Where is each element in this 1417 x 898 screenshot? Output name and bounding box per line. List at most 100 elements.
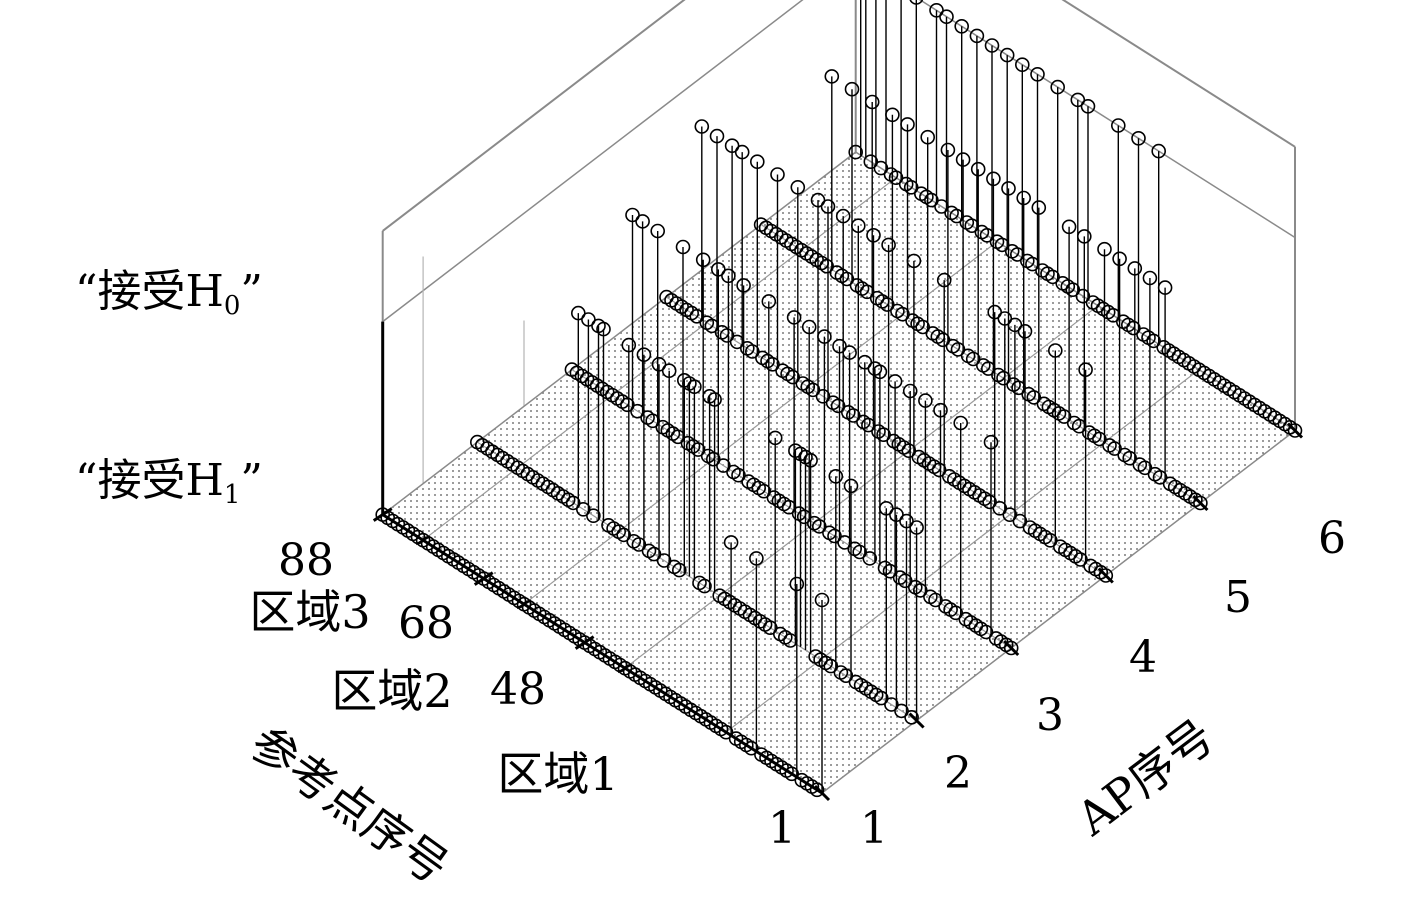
stem-marker xyxy=(1097,241,1112,257)
stem-marker xyxy=(885,107,900,123)
y-axis-line xyxy=(381,513,823,795)
wall-gridline xyxy=(382,0,804,323)
stem-marker xyxy=(671,562,687,578)
stem-marker xyxy=(902,383,918,399)
stem-marker xyxy=(881,237,896,253)
x-tick-mark xyxy=(813,784,831,802)
stem-marker xyxy=(1030,67,1045,82)
stem-marker xyxy=(887,374,903,389)
stem-marker xyxy=(1016,190,1032,206)
z-tick-suffix: ” xyxy=(240,455,263,506)
stem-marker xyxy=(586,508,601,524)
y-tick-mark xyxy=(415,535,431,546)
stem-marker xyxy=(1065,282,1081,298)
stem-marker xyxy=(761,294,777,309)
stem-marker xyxy=(1131,131,1146,146)
x-tick-mark xyxy=(1097,567,1114,584)
stem-marker xyxy=(1003,640,1019,656)
data-marks xyxy=(375,0,1303,798)
stem-marker xyxy=(864,94,880,110)
stem-marker xyxy=(1075,288,1091,304)
stem-marker xyxy=(888,170,904,185)
x-tick-mark xyxy=(908,712,925,729)
stem-marker xyxy=(986,171,1001,187)
stem-marker xyxy=(906,253,922,269)
stem-marker xyxy=(687,379,702,395)
region-label: 区域1 xyxy=(497,747,618,801)
stem-marker xyxy=(801,319,817,335)
stem-marker xyxy=(1107,441,1122,456)
stem-marker xyxy=(1061,219,1077,235)
floor-gridline xyxy=(476,441,917,722)
stem-marker xyxy=(1031,200,1047,215)
stem-marker xyxy=(784,766,800,782)
stem-marker xyxy=(970,161,986,177)
stem-marker xyxy=(844,81,860,97)
stem-marker xyxy=(824,69,840,84)
y-tick-mark xyxy=(372,507,393,522)
stem-marker xyxy=(863,154,879,169)
stem-marker xyxy=(838,668,854,684)
stem-marker xyxy=(940,142,956,158)
z-tick-subscript: 0 xyxy=(224,291,241,321)
stem-marker xyxy=(931,462,947,478)
stem-marker xyxy=(1050,79,1065,95)
stem-marker xyxy=(928,592,943,608)
stem-marker xyxy=(695,252,711,268)
y-tick-label: 1 xyxy=(768,803,796,854)
stem-marker xyxy=(1126,320,1141,336)
stem-marker xyxy=(939,9,954,25)
stem-marker xyxy=(719,328,735,343)
stem-marker xyxy=(835,208,851,224)
stem-marker xyxy=(1078,362,1093,378)
stem-marker xyxy=(690,442,706,457)
stem-marker xyxy=(767,430,783,446)
x-tick-mark xyxy=(1192,494,1209,512)
stem-marker xyxy=(1007,317,1023,333)
region-label: 区域3 xyxy=(249,585,370,639)
stem-marker xyxy=(873,690,889,706)
stem-marker xyxy=(884,697,899,712)
stem-marker xyxy=(842,345,857,360)
stem-marker xyxy=(1012,513,1028,529)
stem-marker xyxy=(954,18,970,34)
stem-marker xyxy=(718,724,734,740)
stem-marker xyxy=(625,207,640,223)
stem-marker xyxy=(965,351,981,367)
stem-marker xyxy=(636,347,652,363)
stem-marker xyxy=(710,262,726,277)
stem-marker xyxy=(845,408,861,423)
stem-marker xyxy=(789,576,805,592)
stem-marker xyxy=(879,297,895,312)
stem-marker xyxy=(969,28,985,44)
stem-marker xyxy=(743,740,759,756)
floor-gridline xyxy=(571,369,1012,649)
stem-marker xyxy=(876,427,891,443)
stem-marker xyxy=(565,495,581,511)
stem-marker xyxy=(1112,251,1127,267)
floor-gridline xyxy=(760,224,1201,504)
floor-gridline xyxy=(666,296,1107,577)
stem-marker xyxy=(723,535,739,550)
stem-marker xyxy=(1045,269,1060,285)
stem-marker xyxy=(1142,270,1158,286)
y-tick-mark xyxy=(574,635,595,650)
y-tick-label: 68 xyxy=(398,598,454,649)
axis-lines xyxy=(372,321,1304,802)
stem-marker xyxy=(697,578,712,594)
stem-marker xyxy=(734,144,750,160)
stem-marker xyxy=(909,0,924,5)
stem-marker xyxy=(1080,99,1096,114)
stem-marker xyxy=(705,451,721,467)
stem-marker xyxy=(656,553,672,568)
stem-marker xyxy=(915,319,931,335)
wall-edge xyxy=(382,0,686,232)
stem-marker xyxy=(935,332,951,348)
x-tick-label: 3 xyxy=(1036,690,1064,741)
stem-marker xyxy=(997,311,1013,326)
stem-marker xyxy=(832,338,847,354)
stem-marker xyxy=(650,223,666,239)
stem-marker xyxy=(1001,181,1016,196)
x-tick-mark xyxy=(1003,639,1020,657)
